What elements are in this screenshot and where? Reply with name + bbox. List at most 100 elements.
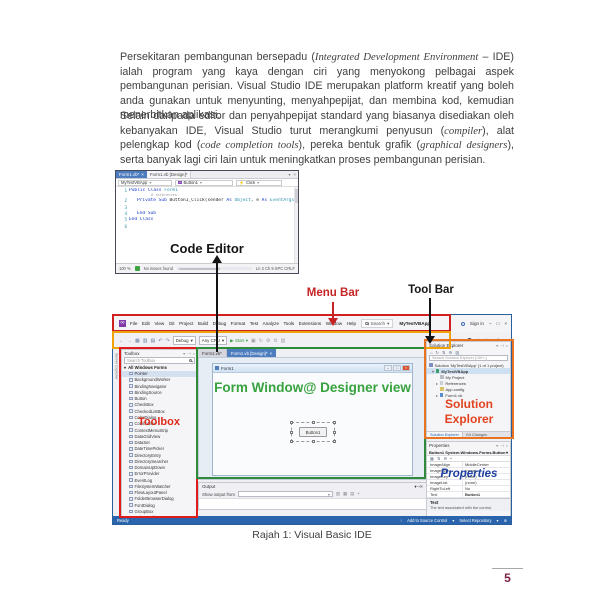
toolbox-item[interactable]: ContextMenuStrip <box>122 427 197 433</box>
pin-icon[interactable]: ⊣ <box>416 483 421 489</box>
close-icon[interactable]: × <box>504 321 507 326</box>
pin-icon[interactable]: ⊣ <box>187 351 191 356</box>
categorized-icon[interactable]: ▦ <box>430 456 434 461</box>
toolbox-item[interactable]: ErrorProvider <box>122 471 197 477</box>
tab-git-changes[interactable]: Git Changes <box>462 432 510 438</box>
list-icon[interactable]: ▥ <box>280 337 286 344</box>
toolbox-item[interactable]: FolderBrowserDialog <box>122 496 197 502</box>
form1-node[interactable]: ▸Form1.vb <box>427 392 510 398</box>
list-icon[interactable]: ▥ <box>335 491 340 496</box>
toolbox-item[interactable]: Button <box>122 396 197 402</box>
menu-item[interactable]: Analyze <box>262 321 279 326</box>
save-icon[interactable]: ▤ <box>150 337 156 344</box>
minimize-icon[interactable]: – <box>488 321 492 326</box>
chevron-down-icon[interactable]: ▾ <box>414 483 417 489</box>
toolbox-item[interactable]: CheckBox <box>122 402 197 408</box>
scrollbar-thumb[interactable] <box>294 189 298 203</box>
toolbox-item[interactable]: DirectorySearcher <box>122 458 197 464</box>
pin-icon[interactable]: ⊣ <box>500 443 504 448</box>
my-project-node[interactable]: My Project <box>427 374 510 380</box>
form-window[interactable]: Form1 –□× <box>212 363 413 476</box>
new-file-icon[interactable]: ▦ <box>135 337 140 344</box>
forward-icon[interactable]: → <box>127 337 132 344</box>
toolbox-item[interactable]: Pointer <box>122 370 197 377</box>
chevron-right-icon[interactable]: ▸ <box>436 381 438 386</box>
menu-item[interactable]: Tools <box>283 321 295 326</box>
solution-platform-dropdown[interactable]: Any CPU▾ <box>198 336 228 345</box>
toolbox-item[interactable]: BackgroundWorker <box>122 377 197 383</box>
vertical-scrollbar[interactable] <box>294 187 298 263</box>
options-icon[interactable]: ⚙ <box>265 337 271 344</box>
back-icon[interactable]: ← <box>119 337 124 344</box>
chevron-down-icon[interactable]: ▾ <box>496 517 499 523</box>
menu-item[interactable]: Format <box>230 321 246 326</box>
chevron-down-icon[interactable]: ▾ <box>452 517 455 523</box>
button-selection-frame[interactable]: Button1 <box>290 421 336 443</box>
toolbox-item[interactable]: ComboBox <box>122 421 197 427</box>
close-icon[interactable]: × <box>505 443 508 448</box>
toolbox-item[interactable]: BindingSource <box>122 389 197 395</box>
show-all-files-icon[interactable]: ▥ <box>455 349 460 355</box>
tab-form1-design[interactable]: Form1.vb [Design]* <box>146 171 192 178</box>
project-dropdown[interactable]: MyTestVBApp▾ <box>118 179 172 186</box>
selection-handle[interactable] <box>312 440 315 443</box>
properties-icon[interactable]: ⚙ <box>443 456 448 461</box>
menu-item[interactable]: Test <box>249 321 259 326</box>
menu-item[interactable]: Help <box>346 321 357 326</box>
tab-form1-code[interactable]: Form1.vb*× <box>116 171 147 178</box>
properties-icon[interactable]: ⚙ <box>448 349 453 355</box>
property-row[interactable]: ImageIndex(none) <box>427 468 510 474</box>
word-wrap-icon[interactable]: ▤ <box>350 491 355 496</box>
alphabetical-icon[interactable]: ⇅ <box>436 456 441 461</box>
toolbox-item[interactable]: EventLog <box>122 477 197 483</box>
selection-handle[interactable] <box>312 421 315 424</box>
toolbox-item[interactable]: ColorDialog <box>122 414 197 420</box>
refresh-icon[interactable]: ↻ <box>435 349 440 355</box>
close-icon[interactable]: × <box>505 343 508 348</box>
toolbox-item[interactable]: DomainUpDown <box>122 464 197 470</box>
menu-item[interactable]: Project <box>179 321 194 326</box>
tab-form1-code[interactable]: Form1.vb* <box>198 349 227 357</box>
tab-solution-explorer[interactable]: Solution Explorer <box>427 432 463 438</box>
button1-control[interactable]: Button1 <box>299 427 327 437</box>
add-to-source-control-button[interactable]: Add to Source Control <box>407 517 448 523</box>
object-dropdown[interactable]: Button1▾ <box>175 179 233 186</box>
undo-icon[interactable]: ↶ <box>158 337 163 344</box>
server-explorer-vertical-tab[interactable]: Server Explorer <box>114 353 119 380</box>
clear-all-icon[interactable]: ▦ <box>342 491 348 496</box>
toolbox-item[interactable]: DataSet <box>122 439 197 445</box>
codelens-references[interactable]: 0 references <box>151 193 177 198</box>
tab-form1-design[interactable]: Form1.vb [Design]*× <box>226 349 277 357</box>
references-node[interactable]: ▸References <box>427 380 510 386</box>
close-icon[interactable]: × <box>357 491 360 496</box>
toolbox-item[interactable]: CheckedListBox <box>122 408 197 414</box>
selection-handle[interactable] <box>290 421 293 424</box>
close-icon[interactable]: × <box>420 483 423 489</box>
sort-icon[interactable]: ⇅ <box>273 337 278 344</box>
menu-item[interactable]: Extensions <box>298 321 322 326</box>
toolbox-item[interactable]: DateTimePicker <box>122 446 197 452</box>
minimize-icon[interactable]: – <box>384 365 392 371</box>
close-icon[interactable]: × <box>293 172 296 177</box>
toolbox-item[interactable]: FontDialog <box>122 502 197 508</box>
selection-handle[interactable] <box>290 431 293 434</box>
events-icon[interactable]: • <box>450 456 452 461</box>
search-box[interactable]: Search▾ <box>361 319 394 328</box>
selection-handle[interactable] <box>290 440 293 443</box>
toolbox-item[interactable]: FlowLayoutPanel <box>122 490 197 496</box>
chevron-down-icon[interactable]: ▾ <box>496 443 499 448</box>
collapse-all-icon[interactable]: ⇅ <box>442 349 446 355</box>
toolbox-item[interactable]: GroupBox <box>122 508 197 514</box>
chevron-down-icon[interactable]: ▾ <box>496 343 499 348</box>
menu-item[interactable]: View <box>154 321 165 326</box>
toolbox-item[interactable]: DirectoryEntry <box>122 452 197 458</box>
close-icon[interactable]: × <box>192 351 195 356</box>
app-config-node[interactable]: App.config <box>427 386 510 392</box>
close-icon[interactable]: × <box>269 350 273 356</box>
menu-item[interactable]: File <box>130 321 138 326</box>
project-node[interactable]: ▾MyTestVBApp <box>427 368 510 374</box>
output-source-dropdown[interactable]: ▾ <box>237 491 333 497</box>
